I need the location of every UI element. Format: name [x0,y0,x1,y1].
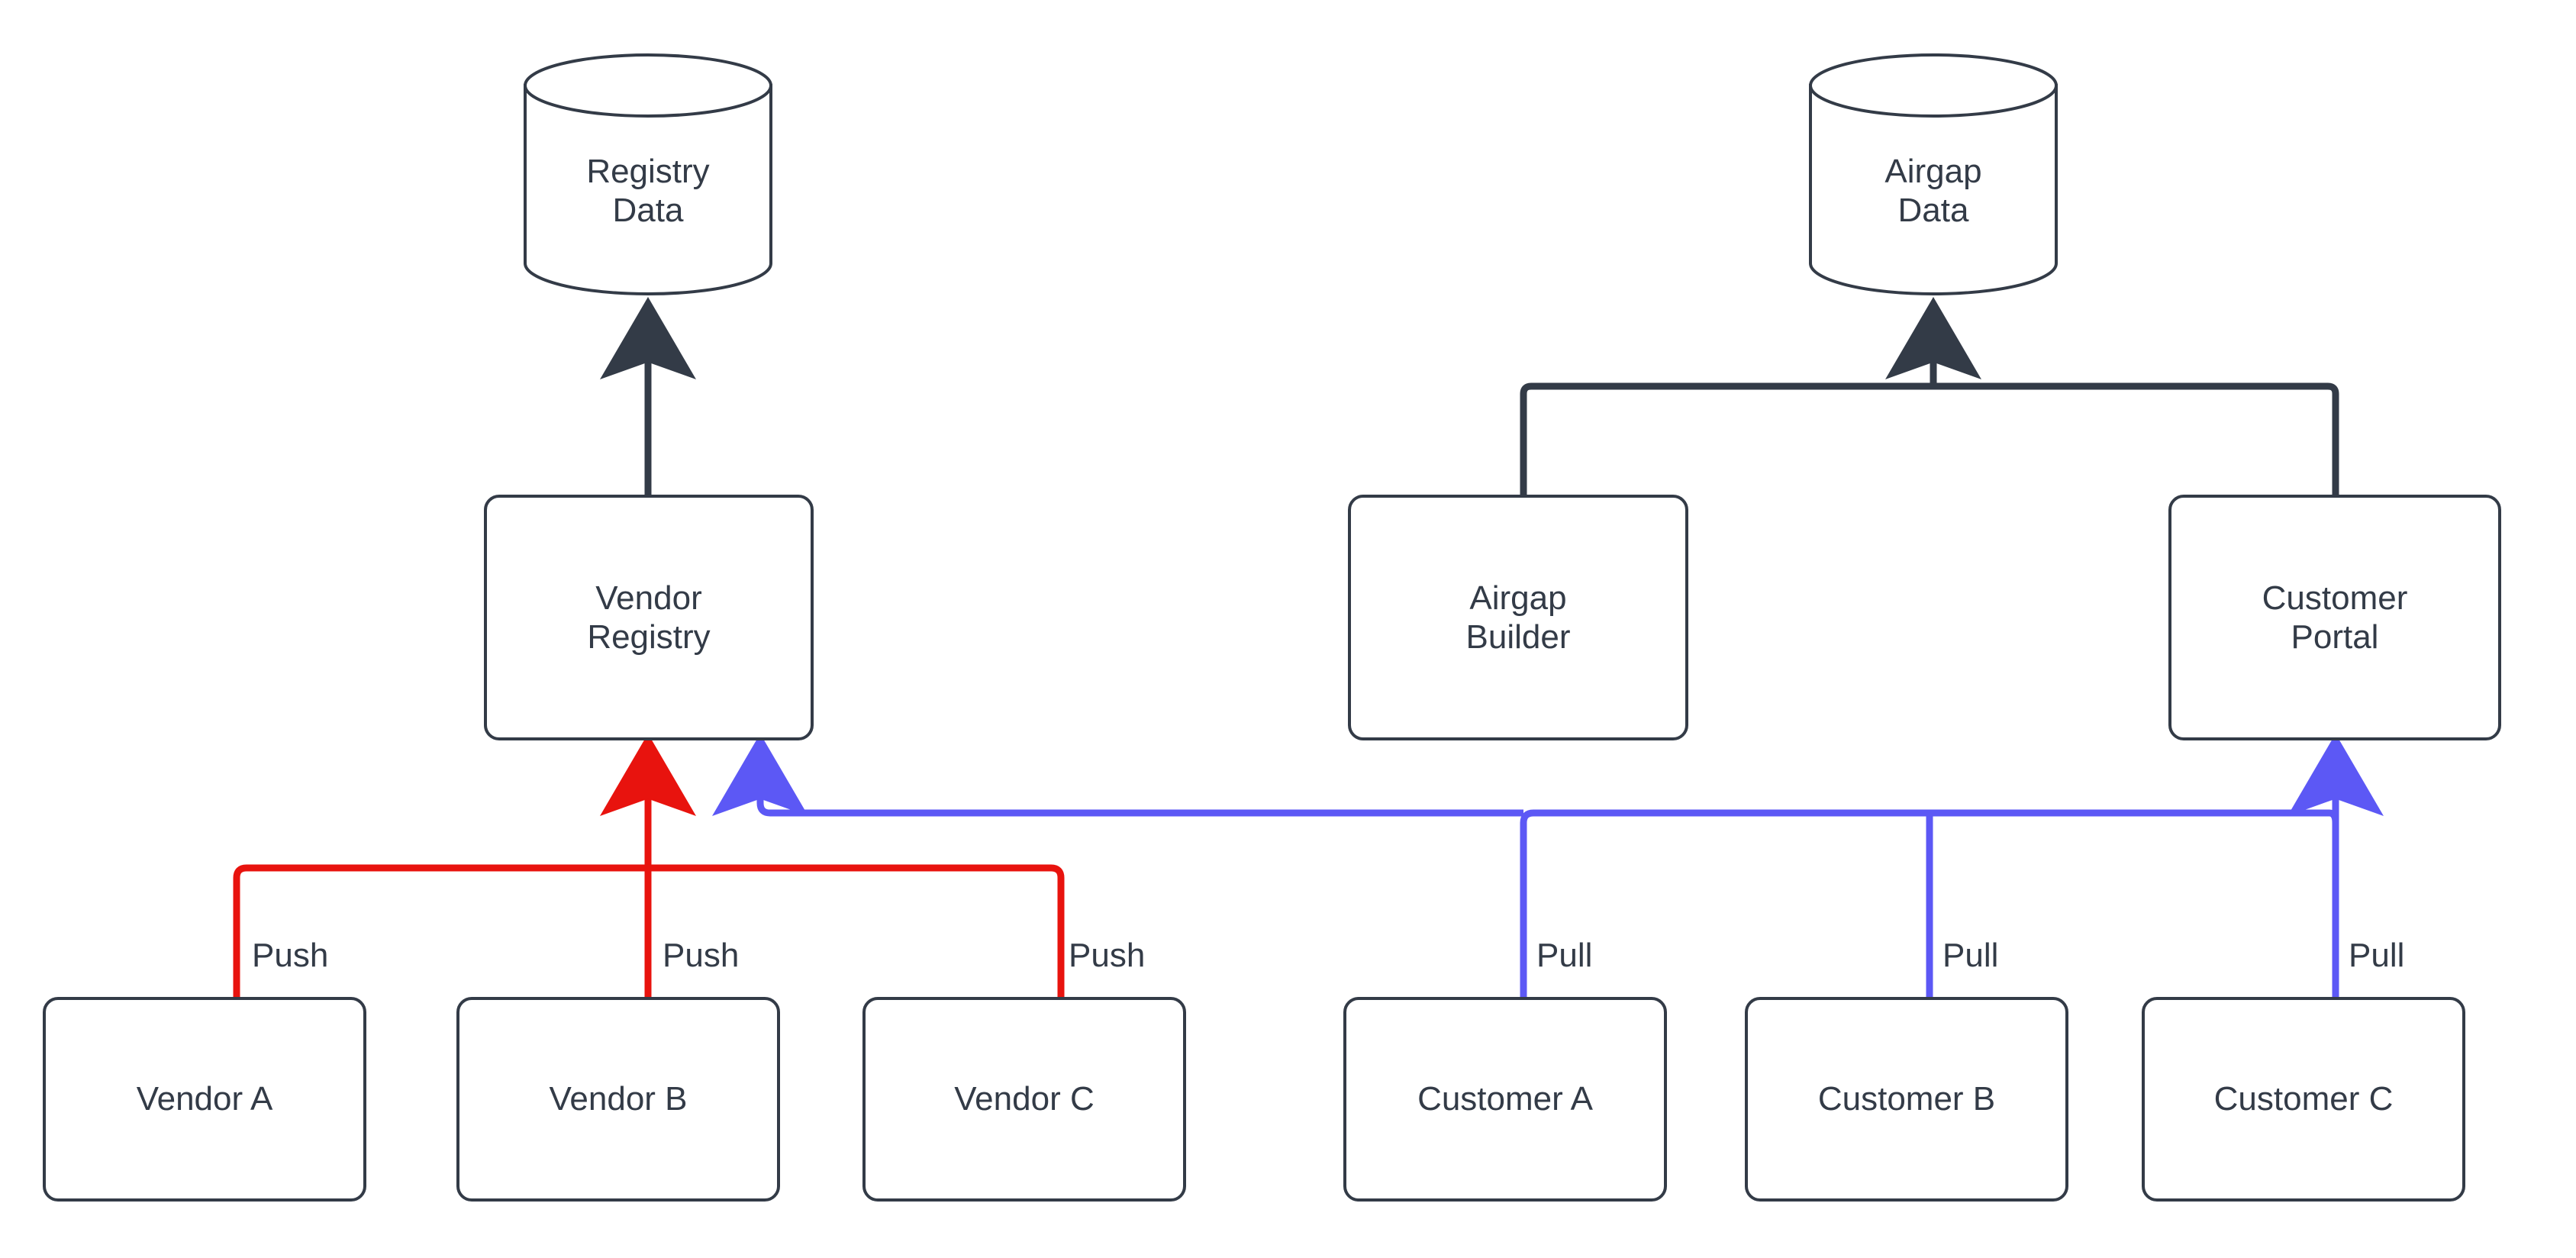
node-airgap-builder[interactable] [1348,495,1688,740]
node-vendor-b[interactable] [456,997,780,1202]
node-vendor-a[interactable] [43,997,366,1202]
edge-label-push-vendor-b: Push [663,937,740,974]
node-customer-portal[interactable] [2168,495,2501,740]
edge-label-pull-customer-c: Pull [2349,937,2405,974]
node-customer-b[interactable] [1745,997,2068,1202]
edge-customer-portal-to-airgap-data [1930,382,2339,500]
edge-label-pull-customer-b: Pull [1942,937,1999,974]
node-vendor-c[interactable] [862,997,1186,1202]
node-customer-a[interactable] [1343,997,1667,1202]
edge-pull-customer-a [1520,809,2326,998]
edge-label-pull-customer-a: Pull [1536,937,1593,974]
node-vendor-registry[interactable] [484,495,814,740]
node-airgap-data[interactable] [1809,53,2058,295]
edge-label-push-vendor-a: Push [252,937,329,974]
node-customer-c[interactable] [2142,997,2465,1202]
edge-pull-bus-to-vendor-registry [712,734,1523,817]
edge-airgap-builder-to-airgap-data [1520,382,1937,500]
edge-label-push-vendor-c: Push [1069,937,1146,974]
node-registry-data[interactable] [524,53,772,295]
